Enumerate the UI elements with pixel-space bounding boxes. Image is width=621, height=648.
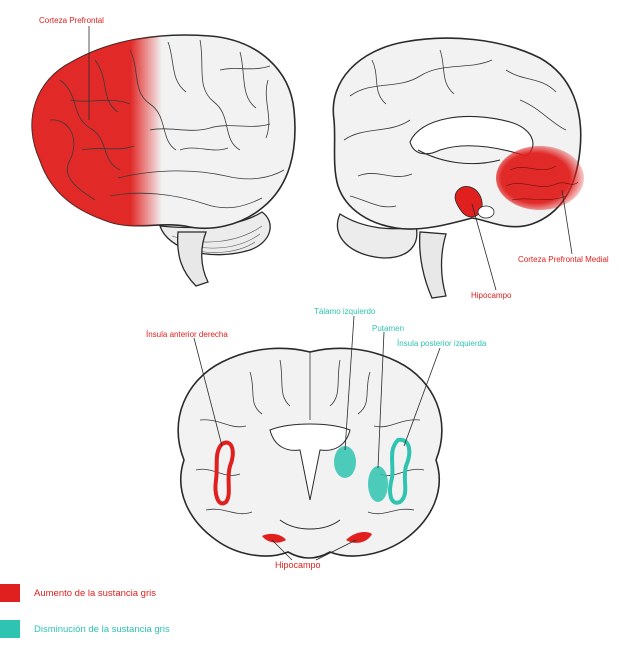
legend-increase-label: Aumento de la sustancia gris bbox=[34, 587, 156, 599]
label-putamen: Putamen bbox=[372, 324, 405, 333]
coronal-hippocampus-left-region bbox=[262, 533, 286, 543]
putamen-region bbox=[368, 466, 388, 502]
legend-increase: Aumento de la sustancia gris bbox=[0, 584, 156, 602]
medial-brainstem bbox=[418, 231, 447, 299]
prefrontal-cortex-region bbox=[32, 35, 162, 229]
left-posterior-insula-region bbox=[388, 437, 412, 505]
left-thalamus-region bbox=[334, 446, 356, 478]
brainstem bbox=[176, 231, 209, 287]
label-left-thalamus: Tálamo izquierdo bbox=[314, 307, 376, 316]
legend-decrease: Disminución de la sustancia gris bbox=[0, 620, 170, 638]
legend-decrease-label: Disminución de la sustancia gris bbox=[34, 623, 170, 635]
medial-brain-view bbox=[332, 37, 584, 299]
coronal-hippocampus-right-region bbox=[346, 532, 372, 543]
lateral-brain-view bbox=[31, 34, 296, 287]
label-hippocampus-medial: Hipocampo bbox=[471, 291, 512, 300]
right-anterior-insula-region bbox=[213, 440, 235, 506]
label-left-posterior-insula: Ínsula posterior izquierda bbox=[397, 339, 487, 348]
medial-prefrontal-region bbox=[496, 146, 584, 210]
legend-swatch-red bbox=[0, 584, 20, 602]
medial-cerebellum bbox=[336, 213, 418, 259]
leader-lines-top bbox=[88, 26, 573, 291]
label-prefrontal-cortex: Corteza Prefrontal bbox=[39, 16, 104, 25]
legend-swatch-teal bbox=[0, 620, 20, 638]
label-right-anterior-insula: Ínsula anterior derecha bbox=[146, 330, 228, 339]
label-hippocampus-coronal: Hipocampo bbox=[275, 560, 321, 570]
label-medial-prefrontal-cortex: Corteza Prefrontal Medial bbox=[518, 255, 609, 264]
coronal-slice-view bbox=[177, 347, 443, 559]
leader-lines-bottom bbox=[193, 315, 441, 561]
